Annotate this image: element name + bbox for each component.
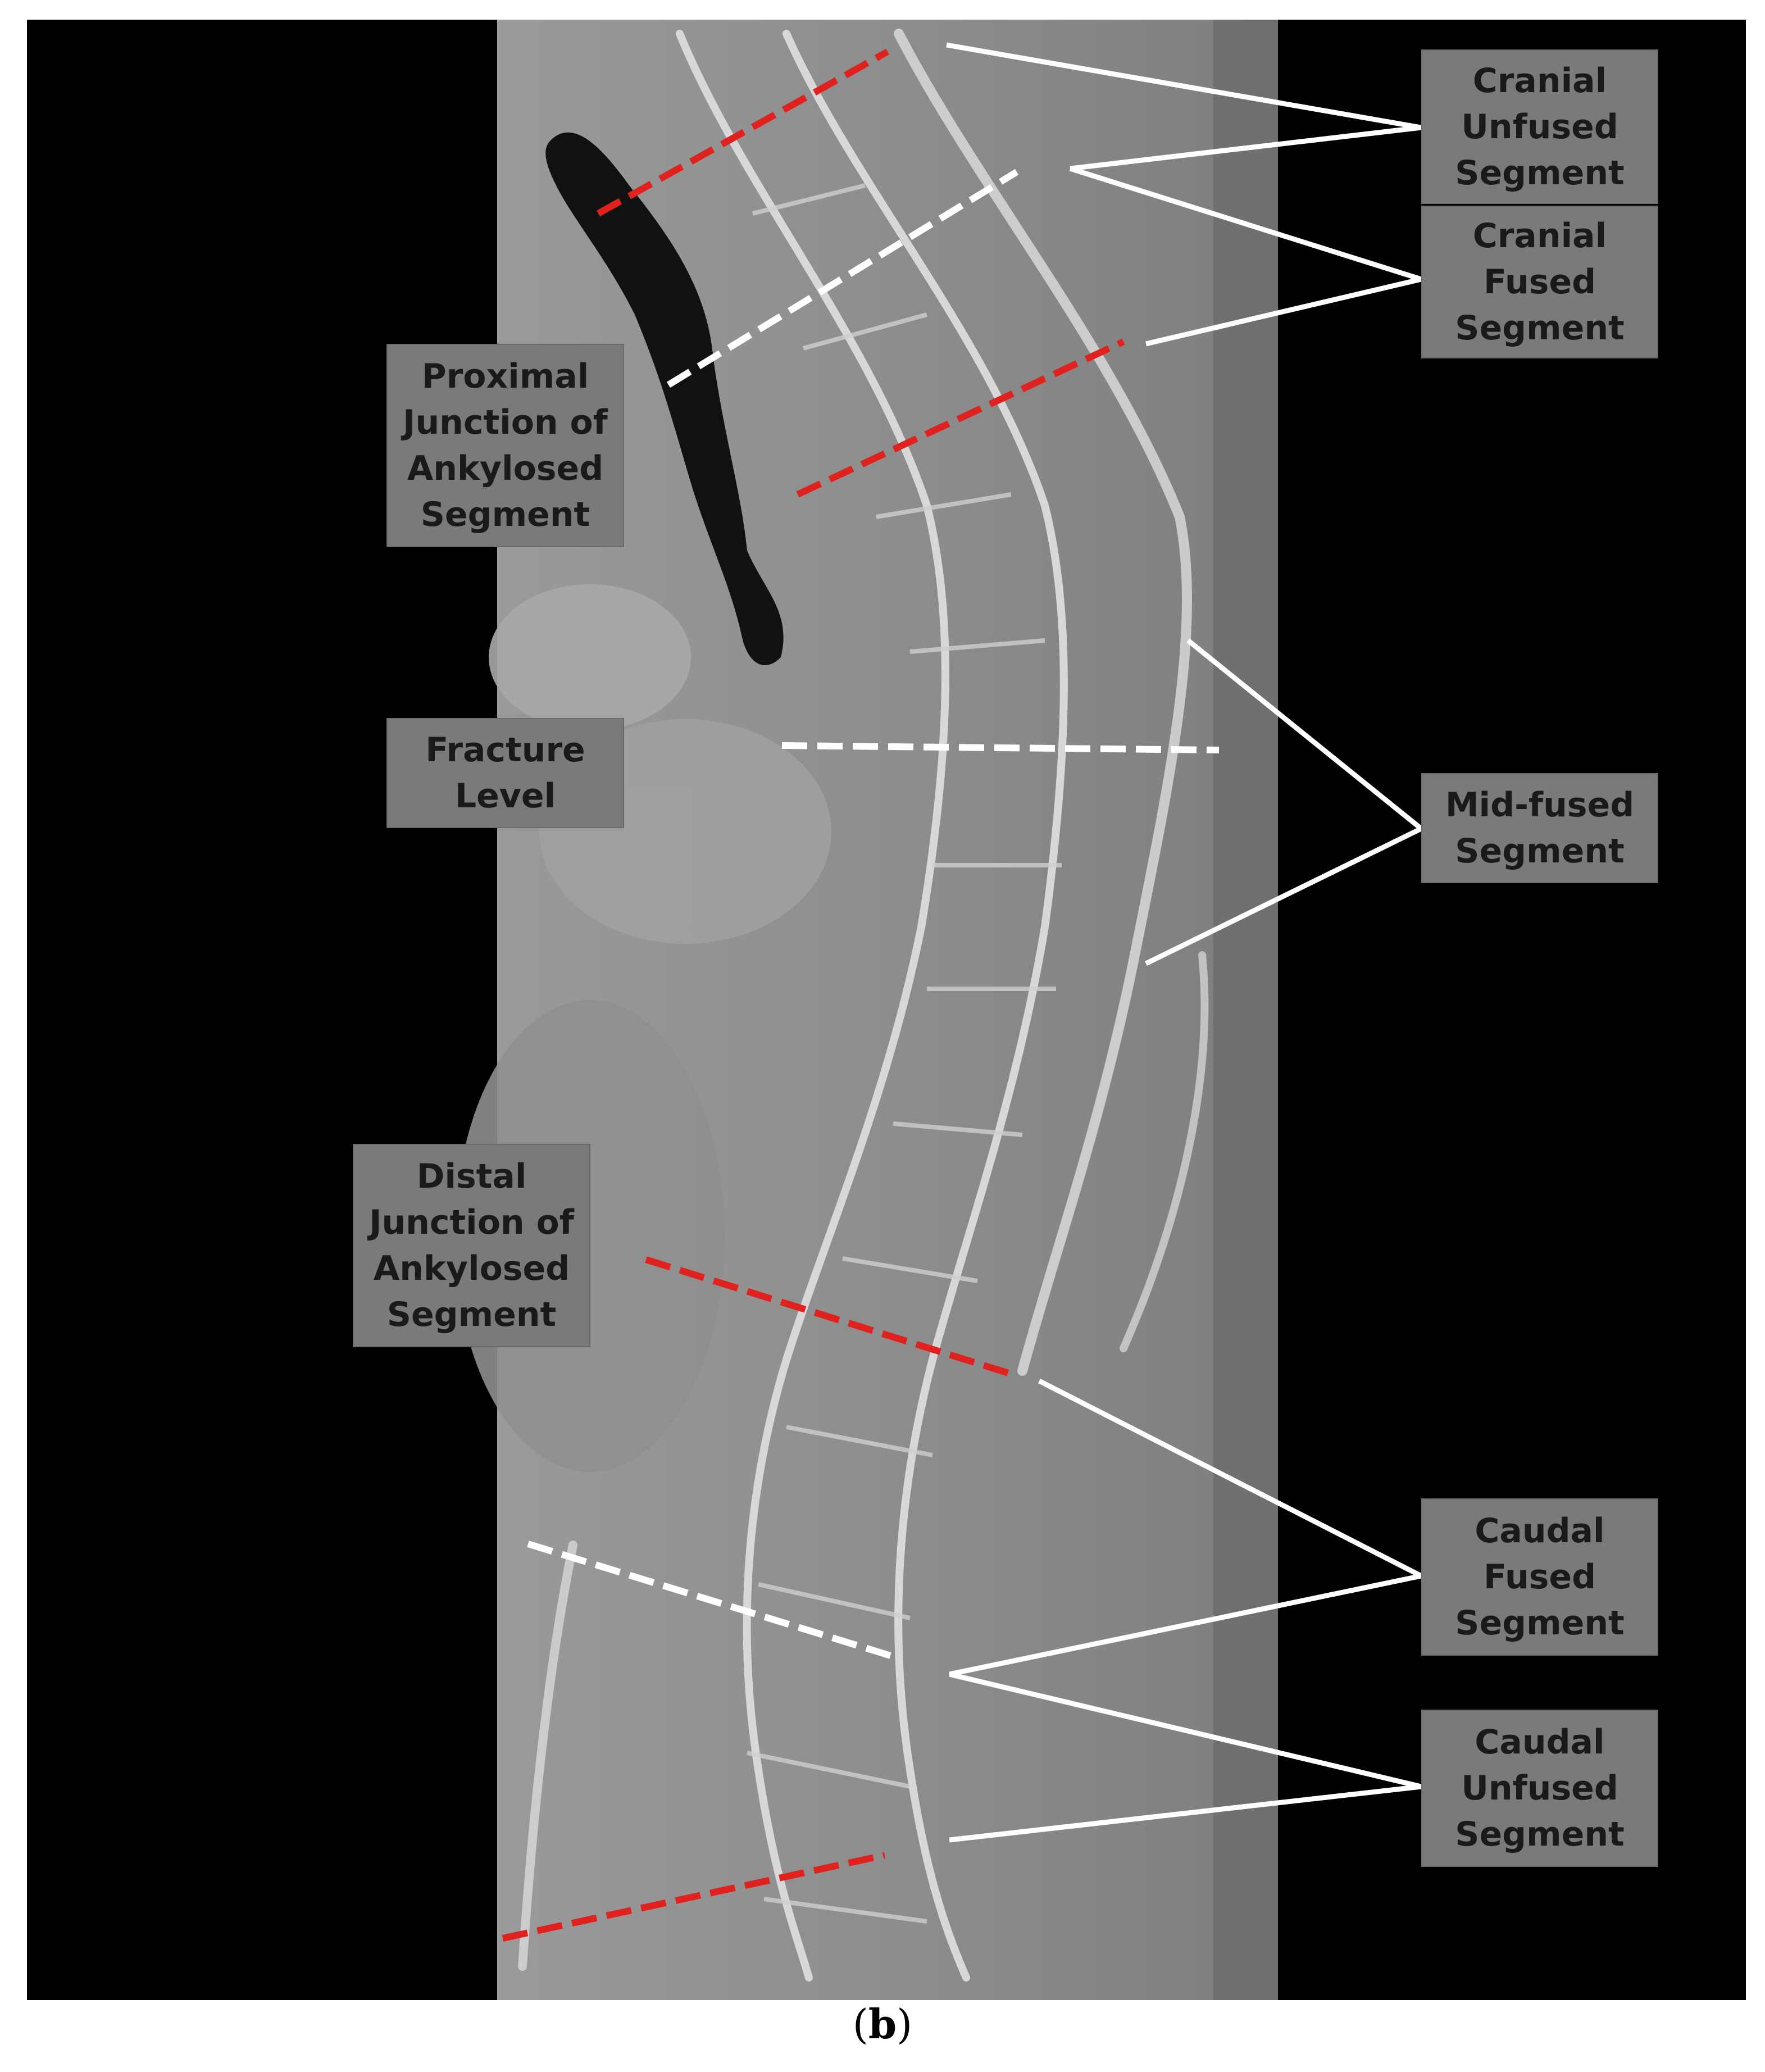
label-mid-fused-segment: Mid-fused Segment bbox=[1421, 773, 1658, 883]
label-text-line: Segment bbox=[1455, 1603, 1625, 1643]
white-marker-fracture-level bbox=[781, 742, 1220, 753]
label-text-line: Mid-fused bbox=[1445, 785, 1635, 825]
label-text-line: Segment bbox=[1455, 153, 1625, 193]
label-text-line: Caudal bbox=[1475, 1511, 1605, 1551]
label-text-line: Cranial bbox=[1472, 216, 1607, 256]
label-text-line: Unfused bbox=[1461, 107, 1618, 147]
caption-close: ) bbox=[897, 2001, 913, 2048]
airway bbox=[545, 132, 784, 666]
spine bbox=[518, 29, 1209, 1982]
label-text-line: Unfused bbox=[1461, 1769, 1618, 1808]
label-text-line: Ankylosed bbox=[407, 449, 604, 488]
label-text-line: Cranial bbox=[1472, 61, 1607, 101]
label-text-line: Proximal bbox=[421, 357, 589, 396]
label-distal-junction: Distal Junction of Ankylosed Segment bbox=[353, 1144, 590, 1347]
caption-letter: b bbox=[868, 2000, 897, 2048]
label-text-line: Segment bbox=[420, 495, 590, 534]
white-dashed-markers bbox=[527, 169, 1220, 1661]
label-text-line: Junction of bbox=[369, 1203, 574, 1242]
label-text-line: Segment bbox=[1455, 831, 1625, 871]
label-text-line: Segment bbox=[1455, 308, 1625, 348]
label-cranial-unfused-segment: Cranial Unfused Segment bbox=[1421, 49, 1658, 204]
soft-tissue bbox=[455, 20, 1278, 2000]
label-cranial-fused-segment: Cranial Fused Segment bbox=[1421, 206, 1658, 358]
red-marker-cranial-top bbox=[597, 48, 889, 217]
label-text-line: Junction of bbox=[403, 403, 608, 442]
label-fracture-level: Fracture Level bbox=[386, 718, 624, 828]
label-text-line: Segment bbox=[386, 1295, 557, 1334]
label-proximal-junction: Proximal Junction of Ankylosed Segment bbox=[386, 344, 624, 547]
label-text-line: Level bbox=[454, 776, 556, 816]
label-caudal-fused-segment: Caudal Fused Segment bbox=[1421, 1498, 1658, 1656]
label-text-line: Segment bbox=[1455, 1815, 1625, 1854]
red-marker-caudal-bottom bbox=[502, 1852, 886, 1942]
label-text-line: Distal bbox=[416, 1157, 527, 1196]
label-text-line: Fused bbox=[1483, 262, 1596, 302]
red-marker-proximal-junction bbox=[796, 338, 1125, 498]
caption-open: ( bbox=[852, 2001, 868, 2048]
label-text-line: Ankylosed bbox=[373, 1249, 570, 1288]
white-marker-caudal-fused bbox=[527, 1541, 897, 1661]
label-text-line: Fracture bbox=[425, 730, 585, 770]
vertebral-endplates bbox=[747, 183, 1062, 1924]
figure-caption: (b) bbox=[0, 2000, 1765, 2048]
white-marker-cranial-fused bbox=[666, 169, 1019, 388]
label-caudal-unfused-segment: Caudal Unfused Segment bbox=[1421, 1710, 1658, 1867]
label-text-line: Caudal bbox=[1475, 1723, 1605, 1762]
red-marker-distal-junction bbox=[645, 1256, 1015, 1378]
label-text-line: Fused bbox=[1483, 1557, 1596, 1597]
red-dashed-markers bbox=[502, 48, 1125, 1942]
